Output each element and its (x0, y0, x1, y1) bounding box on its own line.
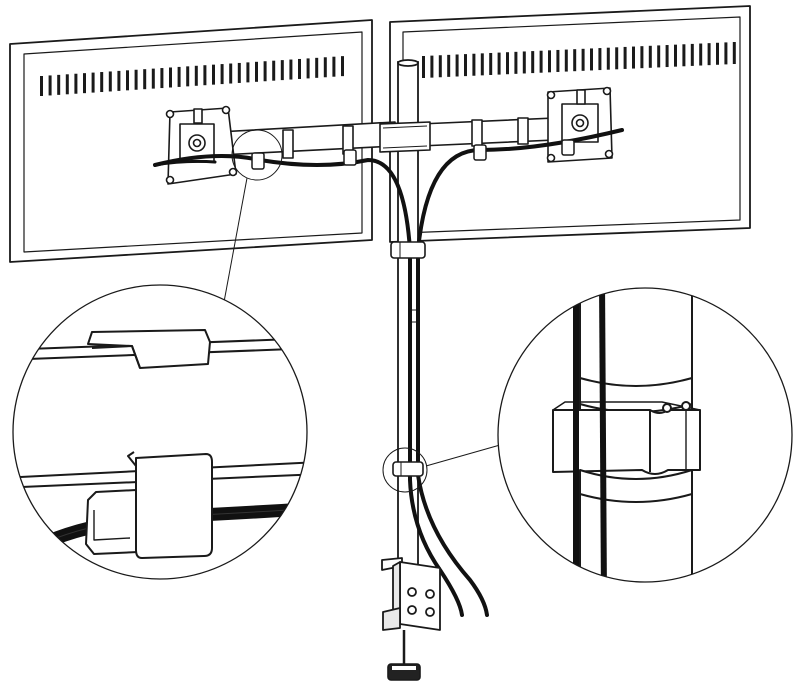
vent-slot (480, 53, 484, 76)
vent-slot (438, 55, 442, 78)
vent-slot (332, 56, 336, 77)
vent-slot (464, 54, 467, 77)
vent-slot (83, 73, 86, 94)
vent-slot (640, 46, 644, 69)
vent-slot (615, 47, 619, 70)
left-monitor-vent (40, 56, 344, 96)
vent-slot (590, 48, 593, 71)
vent-slot (674, 44, 677, 67)
vent-slot (648, 45, 652, 68)
vent-slot (126, 70, 129, 91)
vent-slot (169, 67, 172, 88)
vent-slot (522, 51, 526, 74)
right-monitor-vent (422, 42, 736, 78)
vent-slot (447, 54, 451, 77)
vent-slot (581, 48, 585, 71)
vent-slot (108, 71, 112, 92)
desk-clamp (381, 557, 441, 668)
vent-slot (100, 72, 104, 93)
vent-slot (707, 43, 711, 66)
vent-slot (455, 54, 459, 77)
vent-slot (430, 55, 434, 78)
vent-slot (315, 57, 319, 78)
vent-slot (341, 56, 344, 77)
vent-slot (143, 69, 147, 90)
vent-slot (246, 62, 250, 83)
vent-slot (40, 76, 43, 96)
vent-slot (548, 50, 551, 73)
vent-slot (289, 59, 293, 80)
vent-slot (306, 58, 310, 79)
vent-slot (531, 51, 535, 74)
vent-slot (57, 74, 61, 95)
callout-leader-lines (223, 129, 501, 493)
vent-slot (177, 66, 181, 87)
vent-slot (117, 70, 121, 91)
vent-slot (422, 56, 425, 78)
vent-slot (91, 72, 95, 93)
vent-slot (160, 68, 164, 89)
vent-slot (255, 61, 258, 82)
vent-slot (665, 45, 669, 68)
vent-slot (657, 45, 661, 68)
vent-slot (74, 73, 78, 94)
vent-slot (323, 57, 327, 78)
pole-cable-collar (390, 241, 426, 477)
vent-slot (564, 49, 568, 72)
vent-slot (194, 65, 198, 86)
vent-slot (539, 50, 543, 73)
vent-slot (220, 64, 224, 85)
vent-slot (237, 62, 241, 83)
vent-slot (263, 61, 267, 82)
vent-slot (48, 75, 52, 96)
vent-slot (690, 43, 694, 66)
vent-slot (298, 58, 301, 79)
vent-slot (229, 63, 233, 84)
vent-slot (682, 44, 686, 67)
vent-slot (280, 60, 284, 81)
vent-slot (472, 53, 476, 76)
vent-slot (573, 49, 577, 72)
vent-slot (272, 60, 276, 81)
vent-slot (203, 65, 207, 86)
vent-slot (716, 42, 719, 65)
vent-slot (598, 48, 602, 71)
vesa-mount-right (546, 86, 614, 163)
vent-slot (556, 49, 560, 72)
vent-slot (151, 68, 155, 89)
clamp-knob (387, 663, 421, 681)
vesa-mount-left (165, 105, 238, 185)
vent-slot (497, 52, 501, 75)
vent-slot (724, 42, 728, 65)
vent-slot (514, 51, 518, 74)
vent-slot (632, 46, 635, 69)
vent-slot (699, 43, 703, 66)
vent-slot (489, 52, 493, 75)
vent-slot (186, 66, 190, 87)
vent-slot (65, 74, 69, 95)
cable-clip (251, 139, 575, 170)
vent-slot (134, 69, 138, 90)
arm-cable-clip-detail (12, 284, 308, 580)
vent-slot (623, 46, 627, 69)
vent-slot (732, 42, 736, 65)
vent-slot (212, 64, 215, 85)
pole-cable-collar-detail (497, 287, 793, 583)
vent-slot (506, 52, 509, 75)
vent-slot (606, 47, 610, 70)
